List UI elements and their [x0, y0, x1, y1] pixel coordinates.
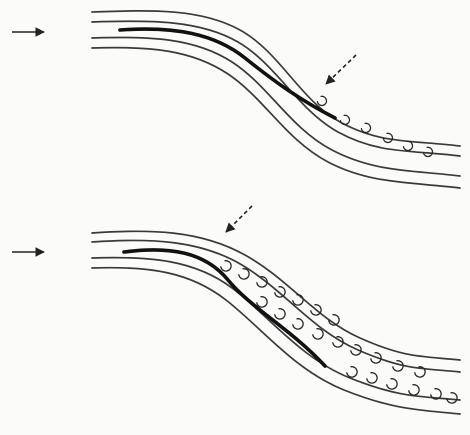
vortex-curl [317, 96, 326, 105]
lower-separation-line [124, 250, 325, 366]
vortex-curl [347, 367, 357, 377]
vortex-curl [293, 295, 303, 305]
vortex-curl [367, 373, 377, 383]
upper-vortex-group [317, 96, 432, 156]
lower-vortex-group [221, 261, 457, 403]
lower-wall-inner-top [92, 240, 460, 372]
vortex-curl [239, 269, 249, 279]
lower-wall-inner-bottom [92, 258, 460, 400]
vortex-curl [221, 261, 231, 271]
vortex-curl [275, 287, 285, 297]
vortex-curl [447, 393, 457, 403]
vortex-curl [340, 115, 349, 124]
vortex-curl [409, 385, 419, 395]
vortex-curl [403, 141, 412, 150]
lower-dashed-arrow [226, 206, 252, 232]
vortex-curl [387, 379, 397, 389]
vortex-curl [275, 309, 285, 319]
lower-panel [12, 206, 460, 414]
upper-panel [12, 11, 460, 188]
upper-wall-outer-top [92, 11, 460, 146]
vortex-curl [293, 319, 303, 329]
upper-wall-inner-bottom [92, 37, 460, 176]
vortex-curl [313, 329, 323, 339]
vortex-curl [361, 123, 370, 132]
upper-wall-outer-bottom [92, 48, 460, 188]
upper-wall-inner-top [92, 21, 460, 156]
upper-dashed-arrow [326, 55, 356, 84]
vortex-curl [257, 297, 267, 307]
